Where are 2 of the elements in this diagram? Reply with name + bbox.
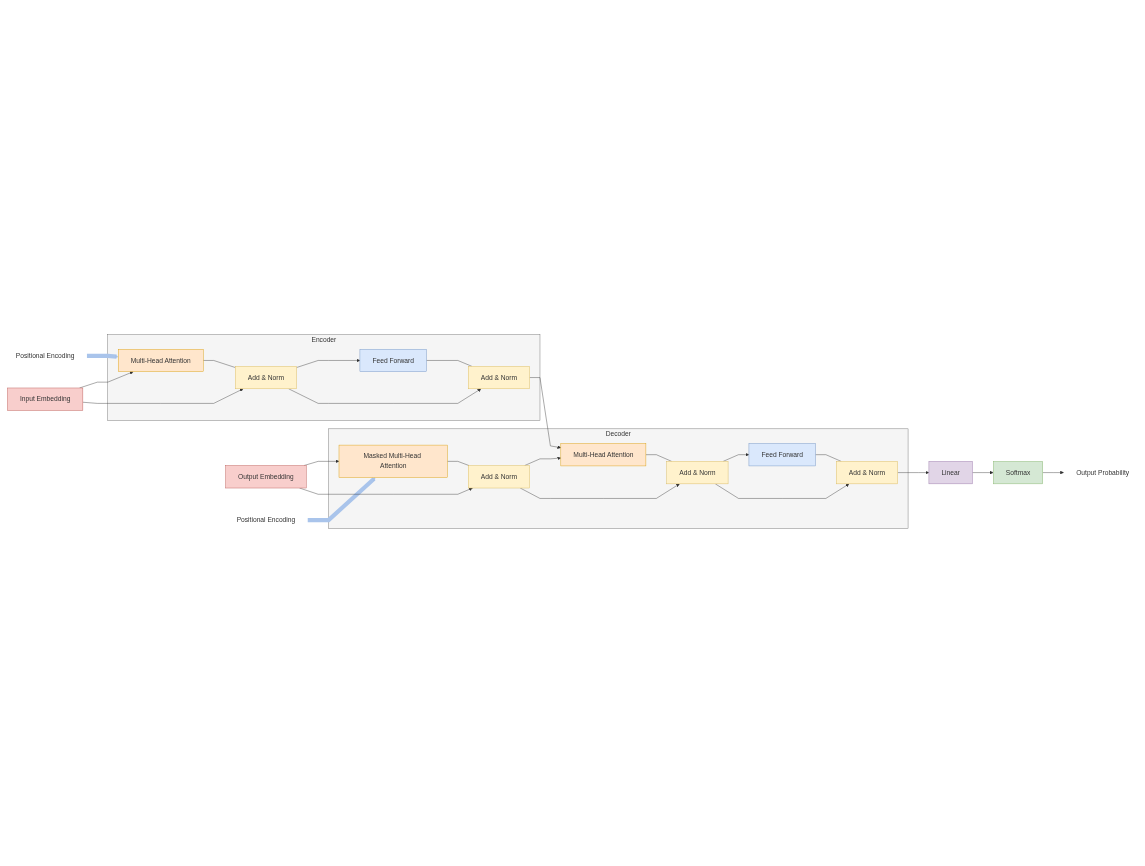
arrow — [307, 477, 376, 523]
arrow — [86, 353, 119, 359]
